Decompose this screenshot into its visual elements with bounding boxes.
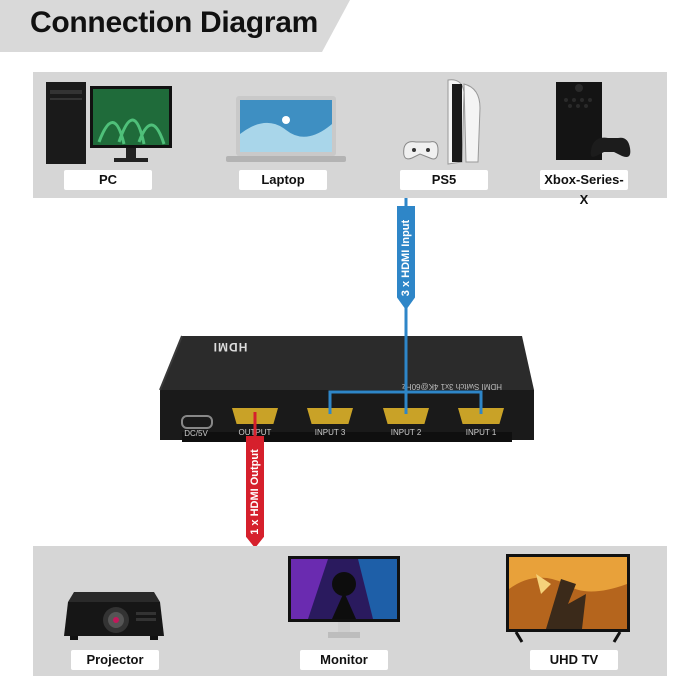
title-banner (0, 0, 350, 52)
source-label-ps5: PS5 (400, 170, 488, 190)
output-cable-label: 1 x HDMI Output (249, 449, 261, 535)
projector-icon (62, 588, 166, 644)
input2-port-label: INPUT 2 (390, 428, 422, 437)
display-label-projector: Projector (71, 650, 159, 670)
page-title: Connection Diagram (30, 6, 318, 39)
output-cable-tag (246, 436, 264, 548)
xbox-console-icon (552, 80, 632, 164)
display-label-tv: UHD TV (530, 650, 618, 670)
pc-monitor-icon (44, 82, 174, 166)
input-cable-label: 3 x HDMI Input (400, 219, 412, 297)
tv-icon (506, 554, 630, 644)
laptop-icon (226, 94, 346, 164)
input2-port (383, 408, 429, 424)
source-label-xbox: Xbox-Series-X (540, 170, 628, 207)
monitor-icon (288, 554, 400, 642)
ps5-console-icon (400, 78, 490, 166)
input3-port-label: INPUT 3 (314, 428, 346, 437)
dc-port-label: DC/5V (184, 429, 208, 438)
input3-port (307, 408, 353, 424)
source-label-pc: PC (64, 170, 152, 190)
input-cable-branch (328, 390, 483, 414)
dc-power-port (181, 415, 213, 429)
input-cable-tag (397, 206, 415, 310)
input1-port-label: INPUT 1 (465, 428, 497, 437)
input1-port (458, 408, 504, 424)
source-label-laptop: Laptop (239, 170, 327, 190)
display-label-monitor: Monitor (300, 650, 388, 670)
